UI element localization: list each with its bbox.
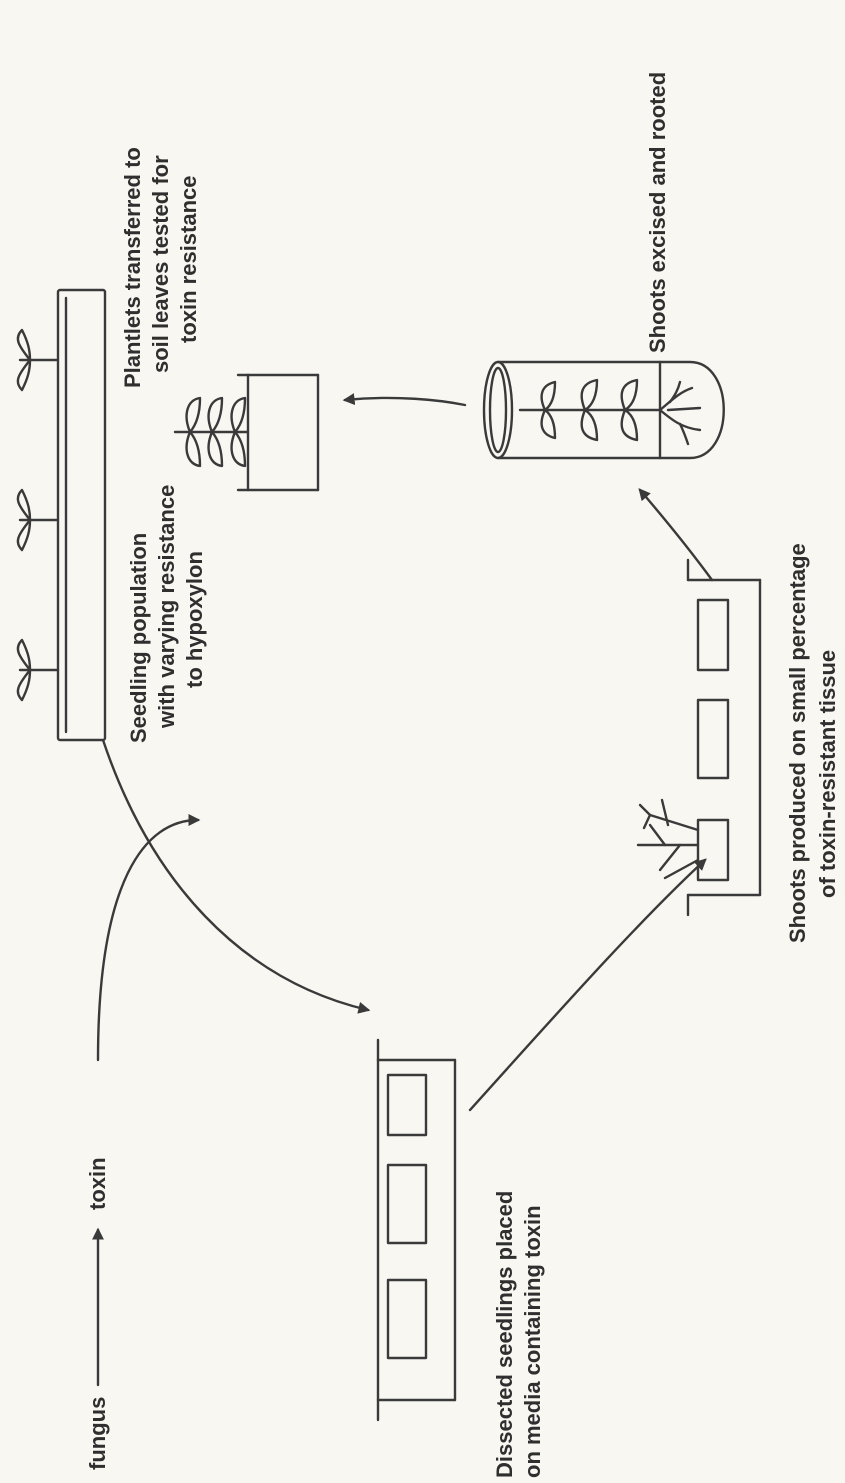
seedling-icon <box>18 490 58 550</box>
toxin-text: toxin <box>85 1157 110 1210</box>
seedling-line3: to hypoxylon <box>182 551 207 688</box>
shoots-plate <box>638 560 760 915</box>
shoot-sprouts <box>638 800 698 878</box>
tube-plantlet <box>520 380 660 440</box>
seedling-icon <box>18 330 58 390</box>
dissected-line1: Dissected seedlings placed <box>492 1191 517 1478</box>
plantlets-line2: soil leaves tested for <box>148 155 173 373</box>
label-toxin: toxin <box>85 1157 110 1210</box>
seedling-tray <box>18 290 105 740</box>
arrow-plate-to-shoots <box>470 860 705 1110</box>
label-seedling-population: Seedling population with varying resista… <box>126 485 207 743</box>
soil-pot <box>175 375 318 490</box>
dissected-line2: on media containing toxin <box>520 1205 545 1478</box>
label-fungus: fungus <box>85 1397 110 1470</box>
seedling-icon <box>18 640 58 700</box>
toxin-curve-arrow <box>98 820 198 1060</box>
seedling-line2: with varying resistance <box>154 485 179 729</box>
label-shoots-produced: Shoots produced on small percentage of t… <box>785 543 840 943</box>
plantlets-line1: Plantlets transferred to <box>120 147 145 388</box>
shoots-line1: Shoots produced on small percentage <box>785 543 810 943</box>
arrow-shoots-to-tube <box>640 490 712 580</box>
label-dissected: Dissected seedlings placed on media cont… <box>492 1191 545 1478</box>
fungus-text: fungus <box>85 1397 110 1470</box>
excised-text: Shoots excised and rooted <box>645 72 670 353</box>
dissected-plate <box>378 1040 455 1420</box>
shoots-line2: of toxin-resistant tissue <box>815 650 840 898</box>
arrow-seedlings-to-plate <box>103 740 368 1010</box>
plantlets-line3: toxin resistance <box>176 175 201 343</box>
seedling-line1: Seedling population <box>126 533 151 743</box>
label-excised: Shoots excised and rooted <box>645 72 670 353</box>
tube-roots <box>660 382 700 444</box>
label-plantlets: Plantlets transferred to soil leaves tes… <box>120 147 201 388</box>
pot-plantlet <box>175 398 248 466</box>
arrow-tube-to-pot <box>345 398 465 405</box>
culture-tube <box>484 362 724 458</box>
